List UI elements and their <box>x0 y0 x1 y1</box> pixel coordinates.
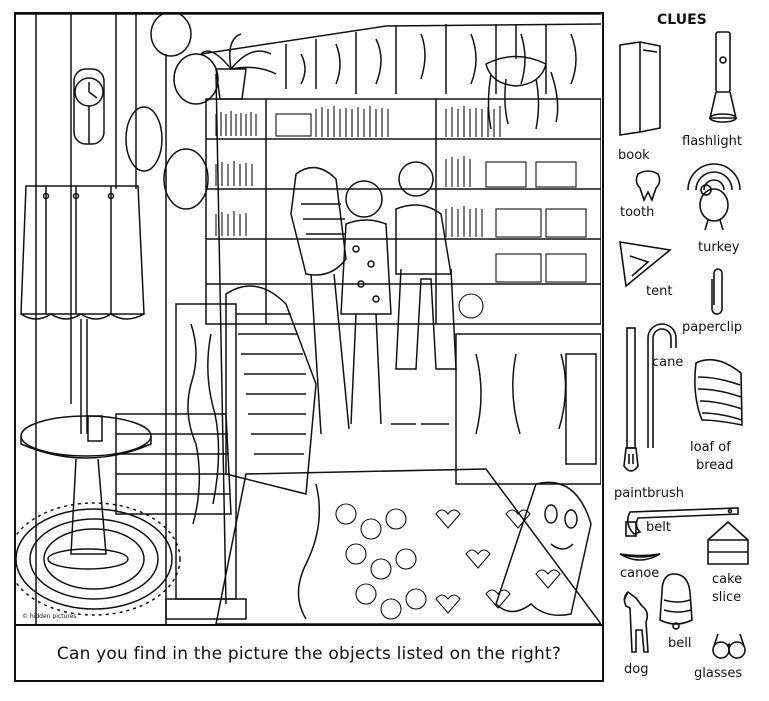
wooden-crate <box>455 333 601 485</box>
clue-glasses[interactable] <box>712 632 746 662</box>
flashlight-icon <box>708 31 738 123</box>
clue-label-belt: belt <box>646 520 671 535</box>
clue-tooth[interactable] <box>634 170 662 203</box>
clue-label-cane: cane <box>652 355 684 370</box>
turkey-icon <box>687 163 741 231</box>
hanging-plant <box>485 24 559 130</box>
caption-divider <box>16 624 602 626</box>
clue-tent[interactable] <box>618 240 673 290</box>
clue-dog[interactable] <box>622 590 652 660</box>
paintbrush-icon <box>623 327 639 472</box>
clue-label-tooth: tooth <box>620 205 655 220</box>
tent-icon <box>619 241 672 288</box>
clue-loaf-of-bread[interactable] <box>688 355 748 430</box>
cane-icon <box>647 323 677 448</box>
clue-label-bell: bell <box>668 636 692 651</box>
clue-label-dog: dog <box>624 662 649 677</box>
tooth-icon <box>635 170 661 203</box>
clue-label-bread: bread <box>696 458 734 473</box>
puzzle-caption: Can you find in the picture the objects … <box>56 644 562 664</box>
book-icon <box>619 41 661 136</box>
cake-icon <box>707 520 749 565</box>
clue-bell[interactable] <box>656 570 696 632</box>
bookshelves <box>205 98 601 325</box>
paperclip-icon <box>711 268 723 315</box>
puzzle-scene: © hidden pictures Can you find in the pi… <box>14 12 604 682</box>
canoe-icon <box>619 553 661 561</box>
bell-icon <box>659 573 693 630</box>
clue-label-paperclip: paperclip <box>682 320 743 335</box>
clue-label-glasses: glasses <box>694 666 743 681</box>
scene-illustration: © hidden pictures <box>16 14 601 624</box>
potted-plant <box>200 33 277 100</box>
clue-label-flashlight: flashlight <box>682 134 742 149</box>
clue-book[interactable] <box>618 40 663 136</box>
bread-icon <box>694 358 743 426</box>
clue-label-canoe: canoe <box>620 566 660 581</box>
belt-icon <box>625 507 739 537</box>
side-table <box>20 415 152 570</box>
clue-cane[interactable] <box>642 320 682 450</box>
children-figures <box>290 161 457 435</box>
clue-belt[interactable] <box>620 504 742 540</box>
clues-panel: CLUES book flashlight tooth turkey <box>610 0 769 701</box>
clue-canoe[interactable] <box>618 550 663 566</box>
clue-turkey[interactable] <box>684 160 744 232</box>
credit-text: © hidden pictures <box>22 613 76 620</box>
floor-lamp <box>20 185 145 434</box>
hanging-balloons <box>125 14 227 624</box>
glasses-icon <box>712 633 746 659</box>
ghost-pillow <box>495 481 592 616</box>
clue-cake-slice[interactable] <box>706 520 751 568</box>
clue-label-cake: cake <box>712 572 743 587</box>
dog-icon <box>623 590 649 653</box>
clue-label-turkey: turkey <box>698 240 740 255</box>
clue-label-slice: slice <box>712 590 742 605</box>
wooden-post <box>165 303 247 620</box>
clue-flashlight[interactable] <box>708 30 738 130</box>
striped-armchair <box>115 285 317 515</box>
clue-label-paintbrush: paintbrush <box>614 486 685 501</box>
clues-title: CLUES <box>657 12 707 28</box>
clue-label-loaf-of: loaf of <box>690 440 731 455</box>
braided-rug <box>16 502 181 616</box>
floor-rug-pattern <box>215 468 601 624</box>
clue-paintbrush[interactable] <box>622 326 640 476</box>
ceiling-beams <box>16 14 601 94</box>
clue-paperclip[interactable] <box>710 265 726 315</box>
clue-label-book: book <box>618 148 650 163</box>
clue-label-tent: tent <box>646 284 673 299</box>
